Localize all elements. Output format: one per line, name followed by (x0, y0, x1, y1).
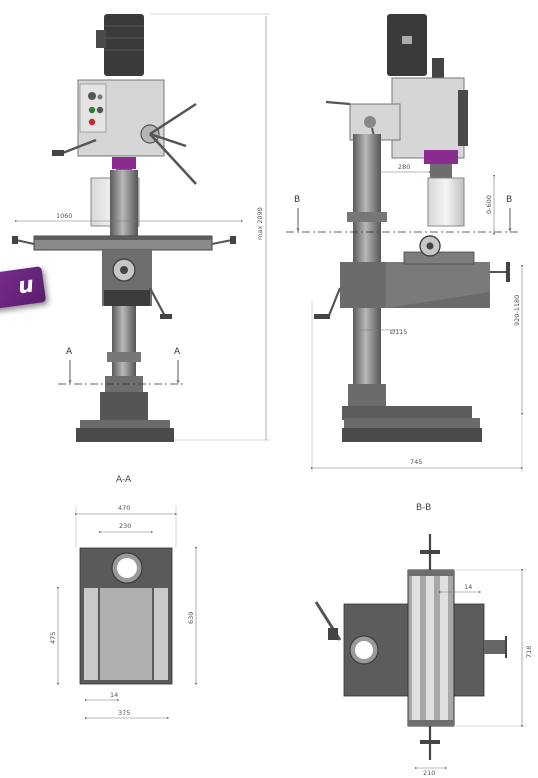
dim-table-height: 920-1180 (513, 295, 521, 326)
section-marker-a-right: A (174, 347, 181, 357)
drill-head-side (391, 77, 465, 159)
base (100, 392, 148, 422)
section-marker-a-left: A (66, 347, 73, 357)
work-table-side (403, 251, 475, 265)
dim-aa-slot: 14 (110, 691, 118, 699)
base-side (342, 406, 472, 420)
column (110, 170, 138, 242)
control-knob (88, 92, 96, 100)
dim-aa-outer-width: 470 (118, 504, 130, 512)
dim-aa-right-height: 630 (187, 612, 195, 624)
spindle-collar (112, 157, 136, 169)
dim-reach: 280 (398, 163, 410, 171)
chuck-guard-side (427, 177, 465, 227)
dim-height: max 2090 (256, 207, 264, 240)
section-bb-title: B-B (416, 503, 431, 513)
dim-table-width: 1060 (56, 212, 73, 220)
dim-base-depth: 745 (410, 458, 422, 466)
dim-bb-slot: 14 (464, 583, 472, 591)
dim-aa-bottom-width: 375 (118, 709, 130, 717)
dim-aa-left-height: 475 (49, 632, 57, 644)
side-view: 280 0-600 920-1180 Ø115 745 B B (286, 14, 524, 472)
dim-aa-slot-width: 230 (119, 522, 131, 530)
dim-bb-right-height: 718 (525, 646, 533, 658)
dim-spindle-travel: 0-600 (485, 195, 493, 214)
dim-bb-bottom-width: 210 (423, 769, 435, 777)
section-aa: A-A 470 230 475 630 14 375 (49, 475, 198, 720)
section-marker-b-right: B (506, 195, 512, 205)
section-bb: B-B 14 718 210 (314, 503, 533, 777)
section-aa-title: A-A (116, 475, 132, 485)
front-view: 1060 max 2090 A A (12, 13, 270, 442)
motor-side (387, 14, 427, 76)
badge-text: u (16, 272, 36, 300)
motor (104, 14, 144, 76)
dim-column-diameter: Ø115 (390, 328, 408, 336)
section-marker-b-left: B (294, 195, 300, 205)
